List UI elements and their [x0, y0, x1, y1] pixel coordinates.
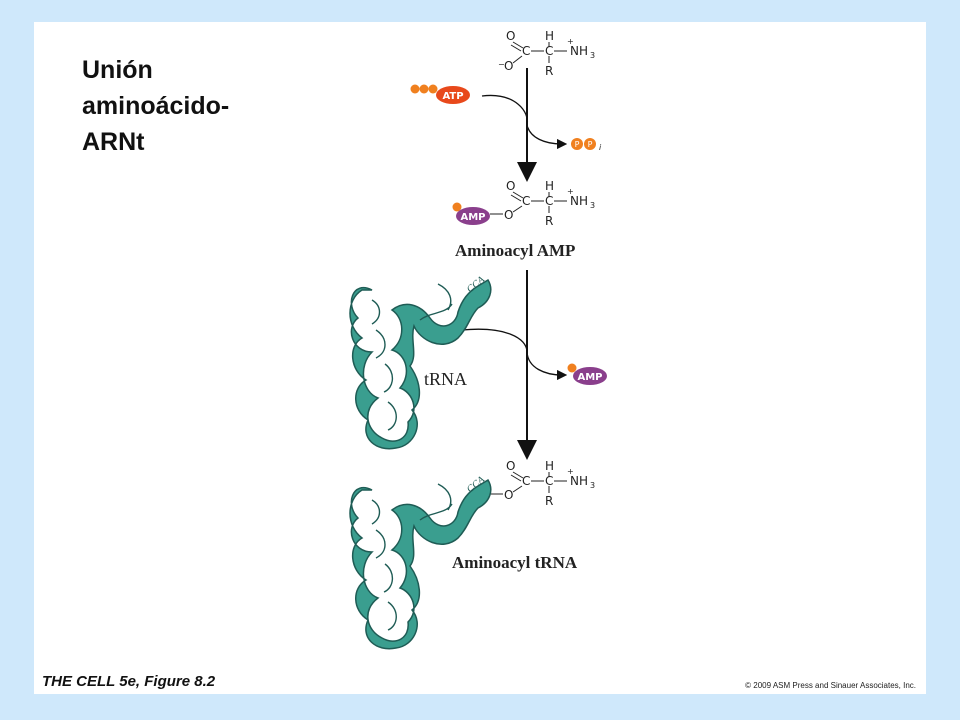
ester-o: O: [504, 208, 513, 222]
amino-acid-structure: O C C + NH 3 H R − O: [498, 29, 595, 78]
hydrogen: H: [545, 179, 554, 193]
trna-fold-lines: [371, 283, 453, 431]
amp-pill: [456, 207, 490, 225]
carbon-alpha: C: [545, 474, 553, 488]
amine: NH: [570, 44, 588, 58]
phosphate-icon: [567, 363, 577, 373]
aminoacyl-trna-label: Aminoacyl tRNA: [452, 553, 578, 572]
r-group: R: [545, 214, 553, 228]
ppi-sub: i: [599, 143, 602, 152]
ppi-p2: P: [588, 140, 593, 149]
phosphate-icon: [419, 84, 429, 94]
carbon-1: C: [522, 44, 530, 58]
released-amp: AMP: [567, 363, 607, 385]
copyright-notice: © 2009 ASM Press and Sinauer Associates,…: [745, 681, 916, 690]
released-amp-label: AMP: [577, 372, 602, 383]
phosphate-icon: [452, 202, 462, 212]
atp-molecule: ATP: [410, 84, 470, 104]
aminoacyl-amp-label: Aminoacyl AMP: [455, 241, 575, 260]
amine-charge: +: [567, 467, 574, 476]
amine-charge: +: [567, 187, 574, 196]
carbonyl-o: O: [506, 179, 515, 193]
amine: NH: [570, 474, 588, 488]
trna-body: [349, 478, 492, 650]
amp-pill: [573, 367, 607, 385]
amine-sub: 3: [590, 201, 595, 210]
r-group: R: [545, 494, 553, 508]
carbonyl-o: O: [506, 459, 515, 473]
carbon-1: C: [522, 474, 530, 488]
trna-body: [349, 278, 492, 450]
figure-credit: THE CELL 5e, Figure 8.2: [42, 673, 216, 690]
side-arrow-1: [481, 94, 568, 150]
slide-panel: [34, 22, 926, 694]
phosphate-icon: [410, 84, 420, 94]
aminoacyl-trna-structure: O C C + NH 3 H R O: [490, 459, 595, 508]
title-line-1: Unión: [82, 56, 153, 84]
atp-pill: [436, 86, 470, 104]
trna-label: tRNA: [424, 369, 467, 389]
slide-title: Unión aminoácido- ARNt: [82, 52, 302, 160]
phosphate-icon: [428, 84, 438, 94]
carbon-1: C: [522, 194, 530, 208]
amp-label: AMP: [460, 212, 485, 223]
carboxyl-charge: −: [498, 60, 505, 69]
trna-molecule: CCA: [349, 274, 492, 450]
carbonyl-o: O: [506, 29, 515, 43]
amine-charge: +: [567, 37, 574, 46]
side-arrow-2: [461, 328, 568, 381]
trna-fold-lines: [371, 483, 453, 631]
carboxyl-o: O: [504, 59, 513, 73]
hydrogen: H: [545, 459, 554, 473]
r-group: R: [545, 64, 553, 78]
amine-sub: 3: [590, 481, 595, 490]
atp-label: ATP: [442, 91, 463, 102]
ester-o: O: [504, 488, 513, 502]
title-line-3: ARNt: [82, 128, 145, 156]
carbon-alpha: C: [545, 44, 553, 58]
amine-sub: 3: [590, 51, 595, 60]
hydrogen: H: [545, 29, 554, 43]
aminoacyl-amp-structure: O C C + NH 3 H R O AMP: [452, 179, 595, 228]
amine: NH: [570, 194, 588, 208]
carbon-alpha: C: [545, 194, 553, 208]
pyrophosphate: P P i: [571, 138, 602, 152]
title-line-2: aminoácido-: [82, 92, 230, 120]
ppi-p1: P: [575, 140, 580, 149]
